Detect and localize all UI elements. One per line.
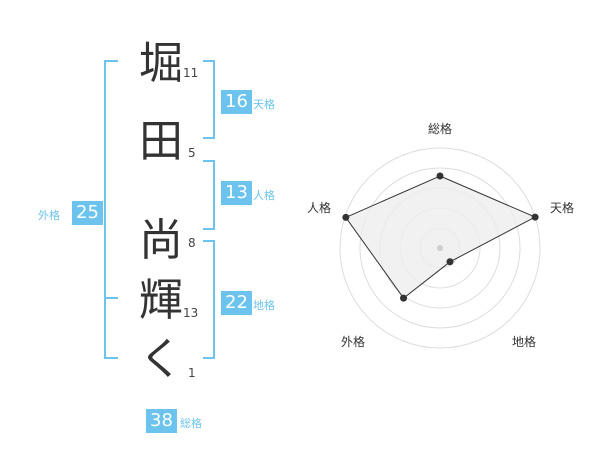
radar-point-1 bbox=[436, 172, 444, 180]
radar-polygon bbox=[345, 175, 537, 299]
radar-point-2 bbox=[531, 213, 539, 221]
stroke-count-2: 5 bbox=[188, 146, 196, 160]
tenkaku-bracket bbox=[203, 60, 215, 139]
stroke-count-3: 8 bbox=[188, 236, 196, 250]
jinkaku-value: 13 bbox=[221, 181, 252, 205]
stroke-count-4: 13 bbox=[183, 306, 199, 320]
radar-axis-label-2: 天格 bbox=[550, 200, 574, 215]
name-char-3: 尚 bbox=[139, 215, 183, 266]
radar-center-dot bbox=[437, 245, 443, 251]
radar-ring-4 bbox=[359, 167, 521, 329]
name-char-5: く bbox=[139, 334, 183, 385]
jinkaku-bracket bbox=[203, 160, 215, 230]
radar-axis-label-4: 外格 bbox=[341, 334, 365, 349]
tenkaku-label: 天格 bbox=[253, 98, 275, 111]
radar-axis-label-1: 総格 bbox=[428, 121, 452, 136]
gaikaku-label: 外格 bbox=[38, 209, 60, 222]
gaikaku-bracket bbox=[104, 60, 118, 359]
radar-axis-label-5: 人格 bbox=[307, 200, 331, 215]
radar-axis-label-3: 地格 bbox=[512, 334, 536, 349]
jinkaku-label: 人格 bbox=[253, 189, 275, 202]
gaikaku-bracket-tick-bottom bbox=[104, 297, 118, 299]
name-char-4: 輝 bbox=[139, 275, 183, 326]
chikaku-label: 地格 bbox=[253, 299, 275, 312]
radar-point-3 bbox=[446, 258, 454, 266]
chikaku-bracket bbox=[203, 240, 215, 359]
soukaku-value: 38 bbox=[146, 409, 177, 433]
radar-ring-5 bbox=[339, 147, 541, 349]
stroke-count-5: 1 bbox=[188, 366, 196, 380]
radar-points bbox=[342, 172, 539, 302]
radar-point-5 bbox=[342, 213, 350, 221]
gaikaku-value: 25 bbox=[72, 201, 103, 225]
name-char-1: 堀 bbox=[139, 38, 183, 89]
stroke-count-1: 11 bbox=[183, 66, 199, 80]
chikaku-value: 22 bbox=[221, 291, 252, 315]
tenkaku-value: 16 bbox=[221, 90, 252, 114]
soukaku-label: 総格 bbox=[180, 417, 202, 430]
radar-point-4 bbox=[400, 294, 408, 302]
name-char-2: 田 bbox=[139, 116, 183, 167]
